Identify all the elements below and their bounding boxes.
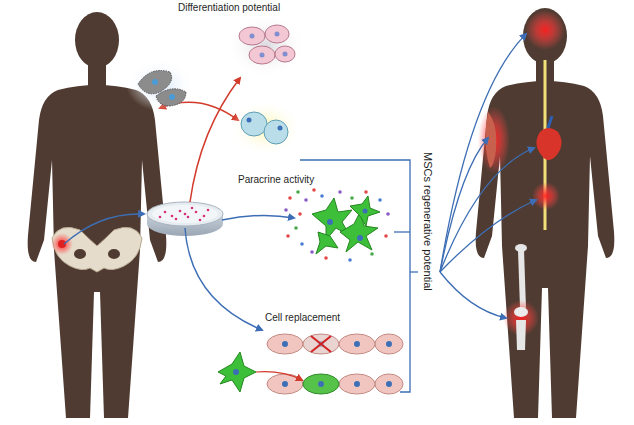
migrating-cell	[218, 352, 302, 392]
replacement-arrow	[185, 228, 262, 330]
section-title: Cell replacement	[265, 312, 340, 324]
bone-cells	[126, 59, 194, 111]
paracrine-arrow	[222, 215, 294, 220]
pink-cells	[226, 14, 306, 78]
tissue-rows	[267, 334, 403, 394]
secreted-factors	[284, 188, 390, 262]
section-title: Paracrine activity	[238, 174, 314, 186]
section-title: Differentiation potential	[178, 2, 280, 14]
patient-silhouette	[476, 8, 615, 418]
bracket	[300, 160, 418, 392]
harvest-arrow	[64, 214, 144, 244]
pelvis-bone	[51, 227, 142, 272]
bracket-label: MSCs regenerative potential	[422, 152, 434, 291]
fat-cells	[230, 100, 302, 156]
differentiation-arrow	[190, 78, 240, 202]
delivery-arrows	[440, 34, 536, 318]
target-cells	[312, 196, 380, 254]
